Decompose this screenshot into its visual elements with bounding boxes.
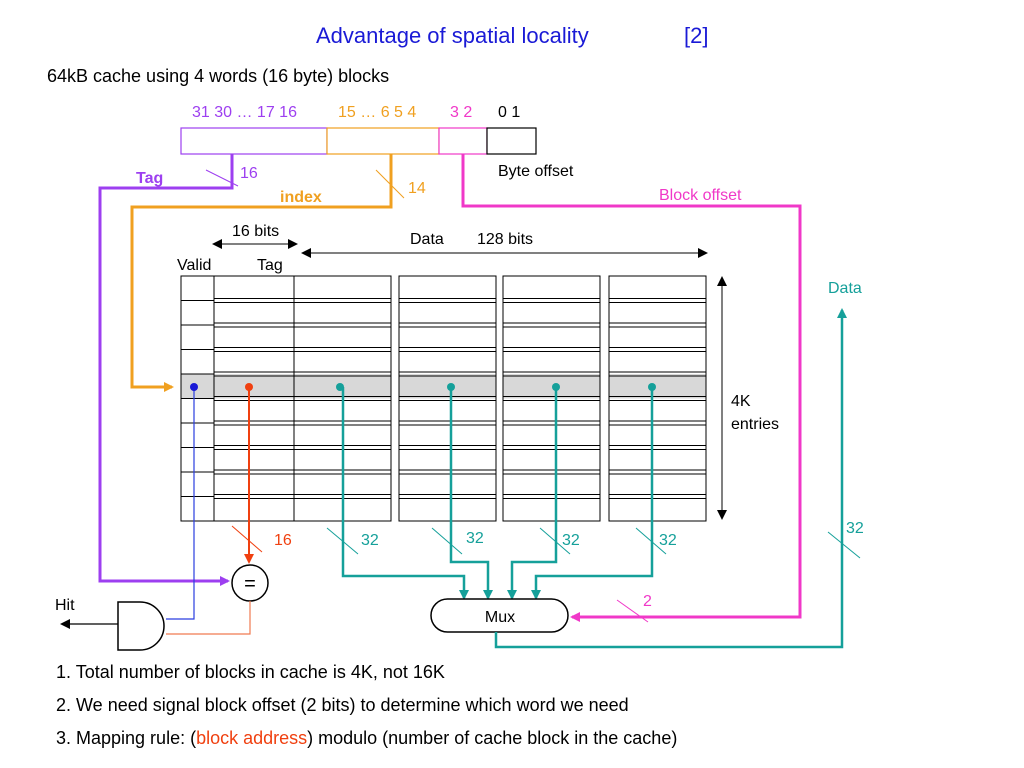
valid-column-header: Valid <box>177 257 211 274</box>
byte-offset-field <box>486 127 537 155</box>
index-bus-slash <box>375 169 405 199</box>
index-bus-width: 14 <box>408 180 426 197</box>
title-reference: [2] <box>684 23 708 48</box>
word2-wire <box>507 387 558 600</box>
block-offset-label: Block offset <box>659 187 742 204</box>
word0-wire <box>341 387 469 600</box>
tag-column-header: Tag <box>257 257 283 274</box>
block-address-highlight: block address <box>196 728 307 748</box>
word0-slash <box>326 527 359 555</box>
word1-slash <box>431 527 463 555</box>
word1-wire <box>449 387 493 600</box>
selected-row-cell <box>503 374 600 399</box>
valid-cell <box>180 275 215 301</box>
block-offset-bits-label: 3 2 <box>450 104 472 121</box>
entries-count: 4K <box>731 393 751 410</box>
stored-tag-tap-dot <box>245 383 253 391</box>
valid-tap-dot <box>190 383 198 391</box>
tag-bus-slash <box>205 169 239 187</box>
slide-subtitle: 64kB cache using 4 words (16 byte) block… <box>47 66 389 86</box>
valid-cell <box>180 447 215 473</box>
data-out-slash <box>827 531 861 559</box>
mux-select-slash <box>616 599 649 623</box>
valid-cell <box>180 349 215 375</box>
valid-cell <box>180 496 215 522</box>
byte-offset-label: Byte offset <box>498 163 574 180</box>
tag-bits-label: 31 30 … 17 16 <box>192 104 297 121</box>
stored-tag-width: 16 <box>274 532 292 549</box>
word3-width: 32 <box>659 532 677 549</box>
word-mux <box>430 598 569 633</box>
data-bits-label: 128 bits <box>477 231 533 248</box>
note-2: 2. We need signal block offset (2 bits) … <box>56 695 629 715</box>
word-wires: 32 32 32 32 <box>326 383 677 600</box>
note-3: 3. Mapping rule: (block address) modulo … <box>56 728 677 748</box>
index-wire-label: index <box>280 189 322 206</box>
data-out-wire <box>494 308 847 649</box>
tag-wire <box>98 154 234 586</box>
data-out-width: 32 <box>846 520 864 537</box>
valid-cell <box>180 324 215 350</box>
mux-label: Mux <box>485 609 515 626</box>
data-out-label: Data <box>828 280 862 297</box>
cache-block-column <box>398 275 497 522</box>
block-offset-wire <box>461 154 802 622</box>
word0-width: 32 <box>361 532 379 549</box>
hit-label: Hit <box>55 597 75 614</box>
selected-row-cell <box>214 374 294 399</box>
word1-tap-dot <box>447 383 455 391</box>
word3-wire <box>531 387 654 600</box>
cache-block-column <box>502 275 601 522</box>
compare-result-wire <box>166 601 251 635</box>
cache-table <box>180 275 707 522</box>
entries-label: entries <box>731 416 779 433</box>
stored-tag-slash <box>231 525 263 553</box>
selected-row-cell <box>609 374 706 399</box>
valid-wire <box>166 387 195 620</box>
tag-wire-label: Tag <box>136 170 163 187</box>
data-width-label: Data <box>410 231 444 248</box>
word3-tap-dot <box>648 383 656 391</box>
word2-tap-dot <box>552 383 560 391</box>
valid-cell <box>180 300 215 326</box>
index-field <box>326 127 440 155</box>
slide-title: Advantage of spatial locality <box>316 23 589 48</box>
cache-block-column <box>213 275 392 522</box>
word2-slash <box>539 527 571 555</box>
hit-and-gate <box>117 601 165 651</box>
index-bits-label: 15 … 6 5 4 <box>338 104 416 121</box>
word0-tap-dot <box>336 383 344 391</box>
tag-field <box>180 127 328 155</box>
valid-cell <box>180 422 215 448</box>
valid-cell <box>180 398 215 424</box>
tag-bus-width: 16 <box>240 165 258 182</box>
word1-width: 32 <box>466 530 484 547</box>
valid-cell <box>180 471 215 497</box>
cache-block-column <box>608 275 707 522</box>
block-offset-field <box>438 127 488 155</box>
comparator-symbol: = <box>244 573 256 595</box>
address-register <box>180 127 537 155</box>
tag-width-label: 16 bits <box>232 223 279 240</box>
word3-slash <box>635 527 667 555</box>
word2-width: 32 <box>562 532 580 549</box>
mux-select-width: 2 <box>643 593 652 610</box>
index-wire <box>130 154 393 392</box>
byte-offset-bits-label: 0 1 <box>498 104 520 121</box>
note-1: 1. Total number of blocks in cache is 4K… <box>56 662 445 682</box>
